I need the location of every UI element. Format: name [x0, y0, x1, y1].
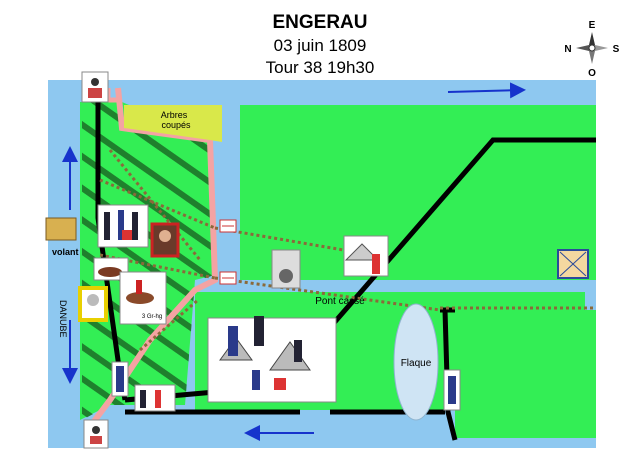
volant-label: volant [52, 247, 79, 257]
compass-rose-icon [576, 32, 608, 64]
infantry-south-left[interactable] [111, 361, 129, 397]
village-unit-right[interactable] [343, 235, 389, 277]
compass-n: N [564, 44, 571, 55]
svg-text:3 Gr-hg: 3 Gr-hg [142, 314, 162, 320]
scenario-title: ENGERAU [272, 12, 368, 33]
flag-marker-upper[interactable] [219, 219, 237, 233]
danube-label: DANUBE [58, 300, 68, 338]
embankment [92, 87, 219, 445]
pond-flaque [393, 303, 439, 421]
compass-s: S [613, 44, 620, 55]
pond-label: Flaque [401, 358, 432, 369]
flow-arrow-top [447, 82, 526, 99]
turn-time: Tour 38 19h30 [265, 58, 375, 77]
infantry-south-road[interactable] [134, 384, 176, 412]
compass-e: E [589, 20, 596, 31]
infantry-group-ber[interactable] [97, 204, 149, 248]
hussar-counter-3grhg[interactable]: 3 Gr-hg [119, 271, 167, 325]
unit-top-left[interactable] [81, 71, 109, 103]
road-right-vertical [442, 309, 458, 441]
objective-marker[interactable] [557, 249, 589, 279]
felled-trees-area [124, 105, 222, 142]
village-engerau[interactable] [207, 316, 337, 403]
felled-trees-label-2: coupés [161, 120, 191, 130]
artillery-broken-bridge[interactable] [271, 249, 301, 289]
felled-trees-label: Arbres [161, 110, 188, 120]
commander-portrait[interactable] [150, 222, 180, 258]
compass-o: O [588, 68, 596, 79]
yellow-general-portrait[interactable] [78, 286, 108, 322]
road-main-diagonal [298, 137, 596, 364]
broken-bridge-label: Pont cassé [315, 296, 365, 307]
flag-marker-lower[interactable] [219, 271, 237, 285]
unit-bottom-left[interactable] [83, 419, 109, 449]
infantry-right-road[interactable] [443, 369, 461, 411]
scenario-date: 03 juin 1809 [273, 36, 367, 55]
volant-flag-icon[interactable] [45, 217, 77, 241]
field-right-lower [455, 310, 596, 438]
